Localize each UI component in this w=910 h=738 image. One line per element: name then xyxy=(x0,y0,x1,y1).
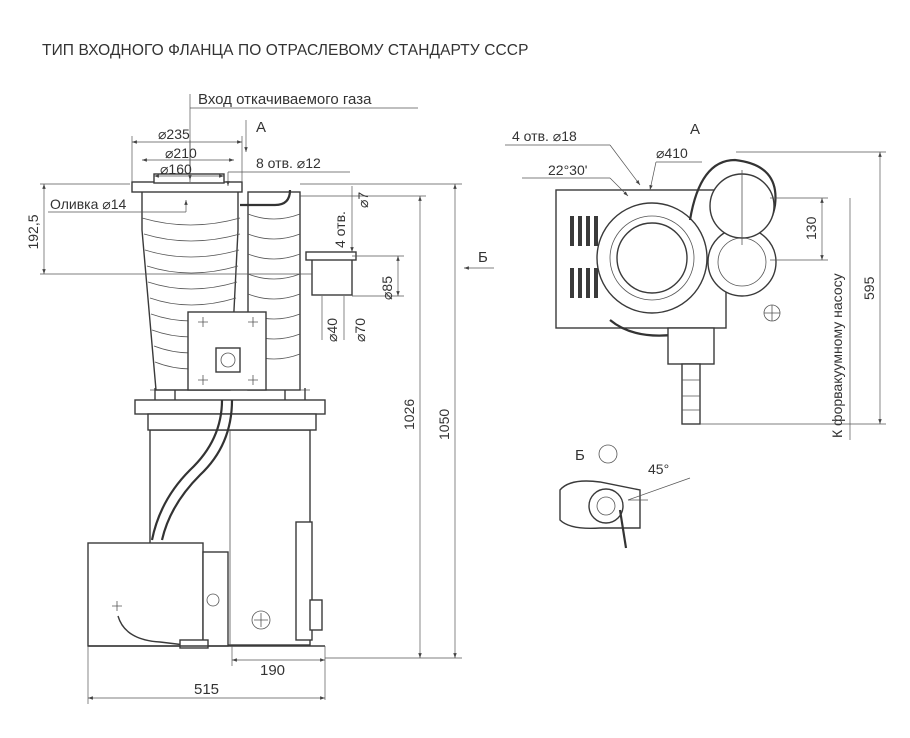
dim-drain: Оливка ⌀14 xyxy=(50,196,126,212)
detail-b: Б 45° xyxy=(559,444,691,549)
top-d410: ⌀410 xyxy=(656,145,688,161)
side-view: Вход откачиваемого газа А ⌀235 ⌀210 ⌀160 xyxy=(25,91,494,704)
inlet-label: Вход откачиваемого газа xyxy=(198,91,372,108)
side-dimensions: Вход откачиваемого газа А ⌀235 ⌀210 ⌀160 xyxy=(25,91,494,704)
top-d130: 130 xyxy=(803,216,819,240)
detail-b-rotation-icon xyxy=(598,444,618,464)
top-d595: 595 xyxy=(861,276,877,300)
top-angle: 22°30' xyxy=(548,162,587,178)
top-dimensions: А 4 отв. ⌀18 22°30' ⌀410 130 595 xyxy=(505,121,886,440)
view-a-label: А xyxy=(256,119,266,136)
dim-h1050: 1050 xyxy=(436,409,452,440)
dim-h1026: 1026 xyxy=(401,399,417,430)
top-view-a-label: А xyxy=(690,121,700,138)
dim-holes4v: 4 отв. xyxy=(332,211,348,248)
dim-d70: ⌀70 xyxy=(352,318,368,342)
top-view: А 4 отв. ⌀18 22°30' ⌀410 130 595 xyxy=(505,121,886,440)
dim-d210: ⌀210 xyxy=(165,145,197,161)
dim-d7: ⌀7 xyxy=(355,192,371,208)
frame-plate xyxy=(134,399,326,415)
dim-holes8: 8 отв. ⌀12 xyxy=(256,155,321,171)
top-forevac: К форвакуумному насосу xyxy=(829,273,845,438)
drawing-title: ТИП ВХОДНОГО ФЛАНЦА ПО ОТРАСЛЕВОМУ СТАНД… xyxy=(42,42,529,59)
dim-d235: ⌀235 xyxy=(158,126,190,142)
side-port xyxy=(311,254,353,296)
dim-w515: 515 xyxy=(194,681,219,698)
detail-b-label: Б xyxy=(575,447,585,464)
top-flange xyxy=(596,202,708,314)
top-holes4: 4 отв. ⌀18 xyxy=(512,128,577,144)
detail-b-angle: 45° xyxy=(648,461,669,477)
dim-d160: ⌀160 xyxy=(160,161,192,177)
view-b-arrow-label: Б xyxy=(478,249,488,266)
dim-w190: 190 xyxy=(260,662,285,679)
dim-h192: 192,5 xyxy=(25,214,41,249)
dim-d85: ⌀85 xyxy=(379,276,395,300)
hose xyxy=(150,399,224,541)
dim-d40: ⌀40 xyxy=(324,318,340,342)
drain-pipe xyxy=(295,521,313,641)
control-box xyxy=(87,542,204,647)
